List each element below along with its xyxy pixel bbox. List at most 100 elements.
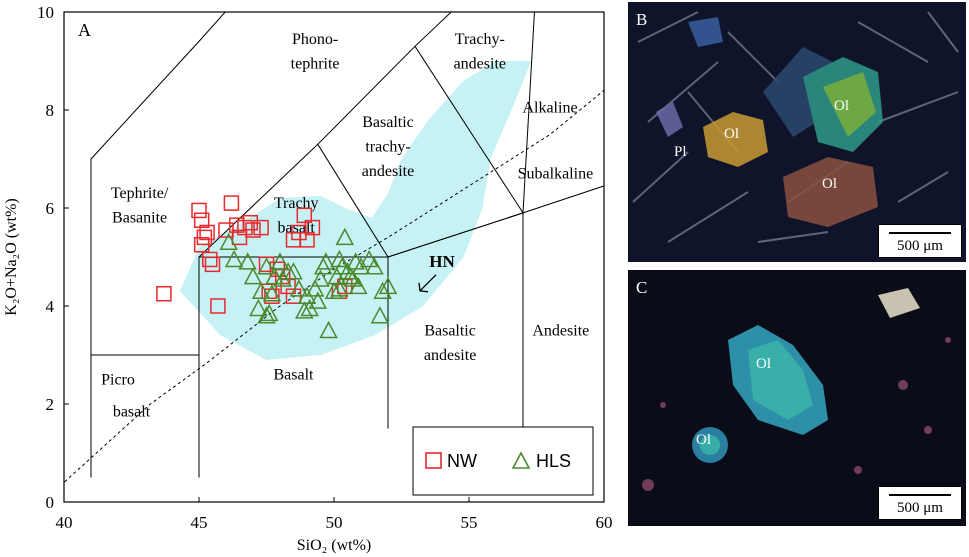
legend-box [412,426,594,496]
point-hls-4 [249,298,268,317]
mineral-label-b4: Ol [822,176,837,192]
field-label-6: andesite [362,163,414,180]
point-nw-28 [304,219,321,236]
point-hls-6 [257,257,276,275]
photomicrograph-c-image [628,270,966,526]
point-nw-5 [199,224,215,241]
mineral-label-c1: Ol [756,356,771,372]
point-hls-20 [308,291,328,309]
x-tick-label-4: 60 [596,513,613,532]
mineral-label-c2: Ol [696,432,711,448]
field-boundary-0 [90,12,226,478]
y-axis-label: K₂O+Na₂O (wt%) [3,198,20,315]
point-hls-40 [330,279,349,297]
field-boundary-7 [522,12,535,213]
field-label-4: Basaltic [362,114,414,131]
point-hls-3 [243,267,263,285]
point-hls-14 [284,262,303,280]
panel-label-c: C [636,278,648,297]
field-label-5: trachy- [365,139,410,156]
y-tick-label-5: 10 [37,3,54,22]
y-tick-label-2: 4 [46,297,55,316]
point-hls-25 [324,281,344,300]
point-hls-32 [343,269,363,287]
point-hls-31 [340,267,360,285]
point-nw-19 [264,288,280,304]
legend-nw-label: NW [447,451,477,471]
scale-bar-b: 500 μm [878,224,962,258]
point-nw-8 [210,298,226,314]
scale-bar-b-label: 500 μm [897,238,943,254]
legend: NW HLS [412,426,594,496]
point-nw-1 [191,202,207,219]
field-label-15: Andesite [532,322,589,339]
photomicrograph-b-image [628,2,966,262]
point-hls-2 [238,252,257,270]
point-hls-19 [305,279,325,297]
scale-bar-c-label: 500 μm [897,500,943,516]
point-hls-29 [335,227,355,246]
annotation-hn: HN [429,252,455,271]
point-hls-36 [365,257,384,275]
mineral-label-b2: Ol [724,126,739,142]
point-hls-1 [224,249,244,268]
x-tick-label-1: 45 [191,513,208,532]
y-tick-label-0: 0 [46,493,55,512]
photomicrograph-b: B Ol Ol Pl Ol 500 μm [628,2,966,262]
point-hls-23 [316,252,336,270]
photomicrograph-c: C Ol Ol 500 μm [628,270,966,526]
point-nw-2 [193,212,210,228]
field-label-10: Basanite [112,210,167,227]
point-nw-7 [204,256,221,273]
field-boundary-1 [91,12,452,356]
point-nw-15 [245,222,261,238]
point-nw-10 [223,195,240,211]
y-tick-label-1: 2 [46,395,55,414]
tas-diagram: Phono-tephriteTrachy-andesiteBasaltictra… [3,3,613,554]
point-hls-21 [311,269,330,287]
field-label-18: basalt [113,403,151,420]
point-hls-5 [251,281,271,300]
mineral-label-b1: Ol [834,98,849,114]
field-label-1: tephrite [291,55,340,72]
point-nw-26 [296,207,313,224]
field-label-13: Basaltic [424,322,476,339]
annotation-hn-arrow [419,274,437,292]
field-label-9: Tephrite/ [111,185,169,202]
legend-hls-marker [511,451,531,469]
point-hls-24 [319,320,338,339]
x-axis-label: SiO₂ (wt%) [297,537,371,554]
point-hls-16 [295,301,314,319]
point-nw-27 [299,232,315,248]
point-hls-10 [265,267,284,285]
point-hls-15 [289,279,309,297]
point-hls-38 [373,281,392,300]
point-hls-0 [219,232,238,251]
x-tick-label-3: 55 [461,513,478,532]
point-hls-8 [259,303,279,322]
field-label-0: Phono- [292,31,338,48]
field-label-7: Alkaline [522,99,577,116]
x-tick-label-0: 40 [56,513,73,532]
point-nw-13 [237,219,253,236]
point-nw-16 [253,219,269,236]
shaded-region [180,61,532,360]
scale-bar-b-line [889,232,951,234]
panel-label-b: B [636,10,648,29]
point-hls-27 [330,249,349,268]
scale-bar-c-line [889,494,951,496]
field-label-14: andesite [424,347,476,364]
point-hls-7 [257,306,276,324]
mineral-label-b3: Pl [674,144,687,160]
point-hls-41 [349,276,368,295]
field-label-8: Subalkaline [518,166,594,183]
annotation-hn-arrowhead [418,282,429,293]
y-tick-label-3: 6 [46,199,55,218]
point-hls-35 [359,249,379,268]
point-nw-4 [193,237,210,253]
field-label-2: Trachy- [455,31,505,48]
y-tick-label-4: 8 [46,101,55,120]
point-nw-6 [202,251,218,268]
field-label-16: Basalt [274,367,315,384]
field-label-3: andesite [454,55,506,72]
